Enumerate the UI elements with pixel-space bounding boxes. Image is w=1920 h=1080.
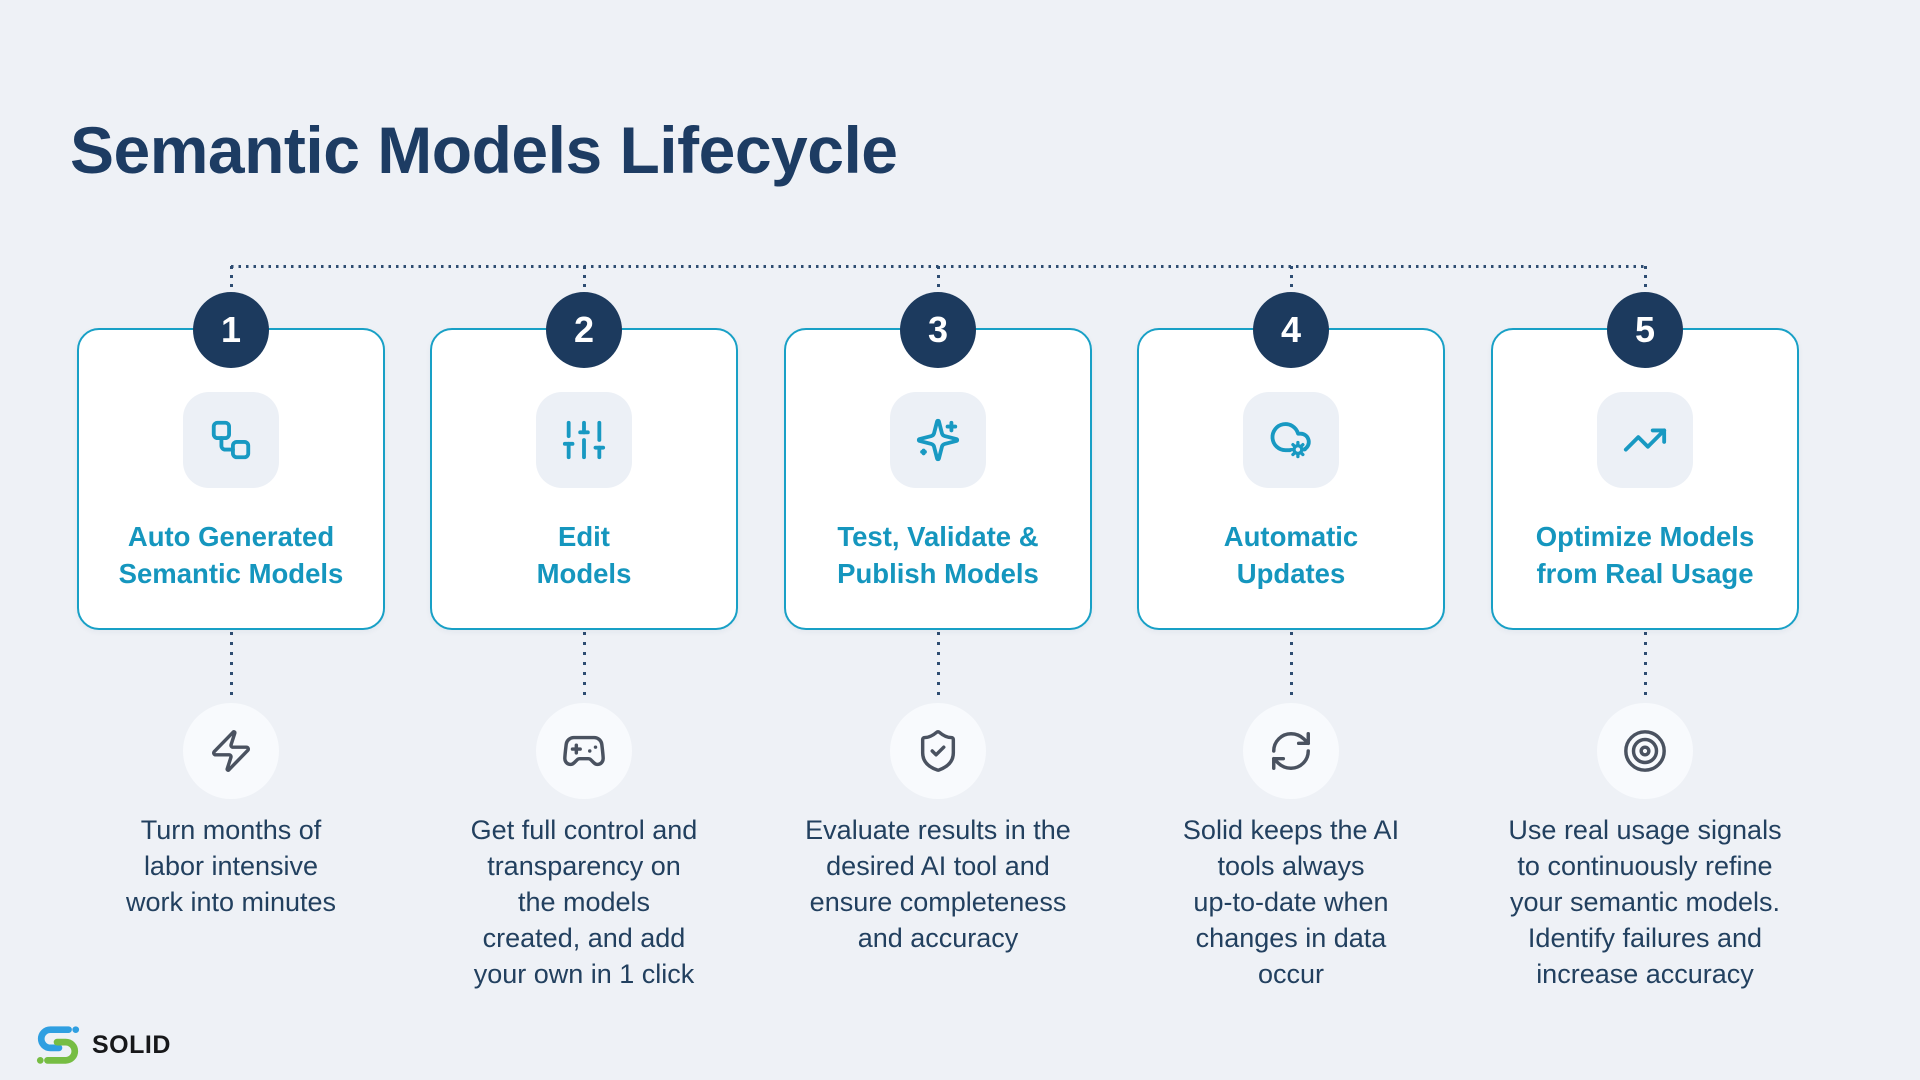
step-number: 4 (1280, 309, 1302, 350)
gamepad-icon (536, 703, 632, 799)
dotted-stub-top (1289, 266, 1293, 294)
page-title: Semantic Models Lifecycle (70, 113, 898, 187)
step-column-4: 4 Automatic Updates Solid keeps the AI t… (1121, 266, 1461, 1046)
dotted-stub-top (229, 266, 233, 294)
step-column-5: 5 Optimize Models from Real Usage Use re… (1475, 266, 1815, 1046)
solid-logo-icon (36, 1026, 80, 1064)
brand-logo: SOLID (35, 1022, 171, 1068)
dotted-stub-top (936, 266, 940, 294)
dotted-stub-bottom (229, 632, 233, 698)
step-title: Optimize Models from Real Usage (1535, 521, 1755, 589)
step-column-1: 1 Auto Generated Semantic Models Turn mo… (61, 266, 401, 1046)
step-description: Solid keeps the AI tools always up-to-da… (1182, 815, 1400, 989)
step-number-badge: 2 (546, 292, 622, 368)
step-number-badge: 4 (1253, 292, 1329, 368)
step-number-badge: 5 (1607, 292, 1683, 368)
step-title: Edit Models (536, 521, 632, 589)
step-title: Auto Generated Semantic Models (118, 521, 344, 589)
dotted-stub-top (582, 266, 586, 294)
step-column-3: 3 Test, Validate & Publish Models Evalua… (768, 266, 1108, 1046)
step-title: Test, Validate & Publish Models (837, 521, 1039, 589)
step-number-badge: 1 (193, 292, 269, 368)
step-number: 3 (927, 309, 949, 350)
dotted-stub-bottom (1289, 632, 1293, 698)
step-number: 1 (220, 309, 242, 350)
dotted-stub-bottom (1643, 632, 1647, 698)
workflow-icon (183, 392, 279, 488)
brand-name: SOLID (92, 1030, 171, 1059)
dotted-stub-bottom (582, 632, 586, 698)
cloud-gear-icon (1243, 392, 1339, 488)
step-description: Evaluate results in the desired AI tool … (805, 815, 1071, 953)
lightning-icon (183, 703, 279, 799)
step-description: Turn months of labor intensive work into… (125, 815, 337, 917)
sliders-icon (536, 392, 632, 488)
trend-up-icon (1597, 392, 1693, 488)
step-description: Get full control and transparency on the… (470, 815, 698, 989)
step-number: 5 (1634, 309, 1656, 350)
step-title: Automatic Updates (1223, 521, 1359, 589)
sparkles-icon (890, 392, 986, 488)
step-card (1137, 328, 1445, 630)
dotted-stub-bottom (936, 632, 940, 698)
step-column-2: 2 Edit Models Get full control and trans… (414, 266, 754, 1046)
dotted-stub-top (1643, 266, 1647, 294)
step-description: Use real usage signals to continuously r… (1508, 815, 1782, 989)
shield-check-icon (890, 703, 986, 799)
step-number: 2 (573, 309, 595, 350)
refresh-icon (1243, 703, 1339, 799)
target-icon (1597, 703, 1693, 799)
step-number-badge: 3 (900, 292, 976, 368)
